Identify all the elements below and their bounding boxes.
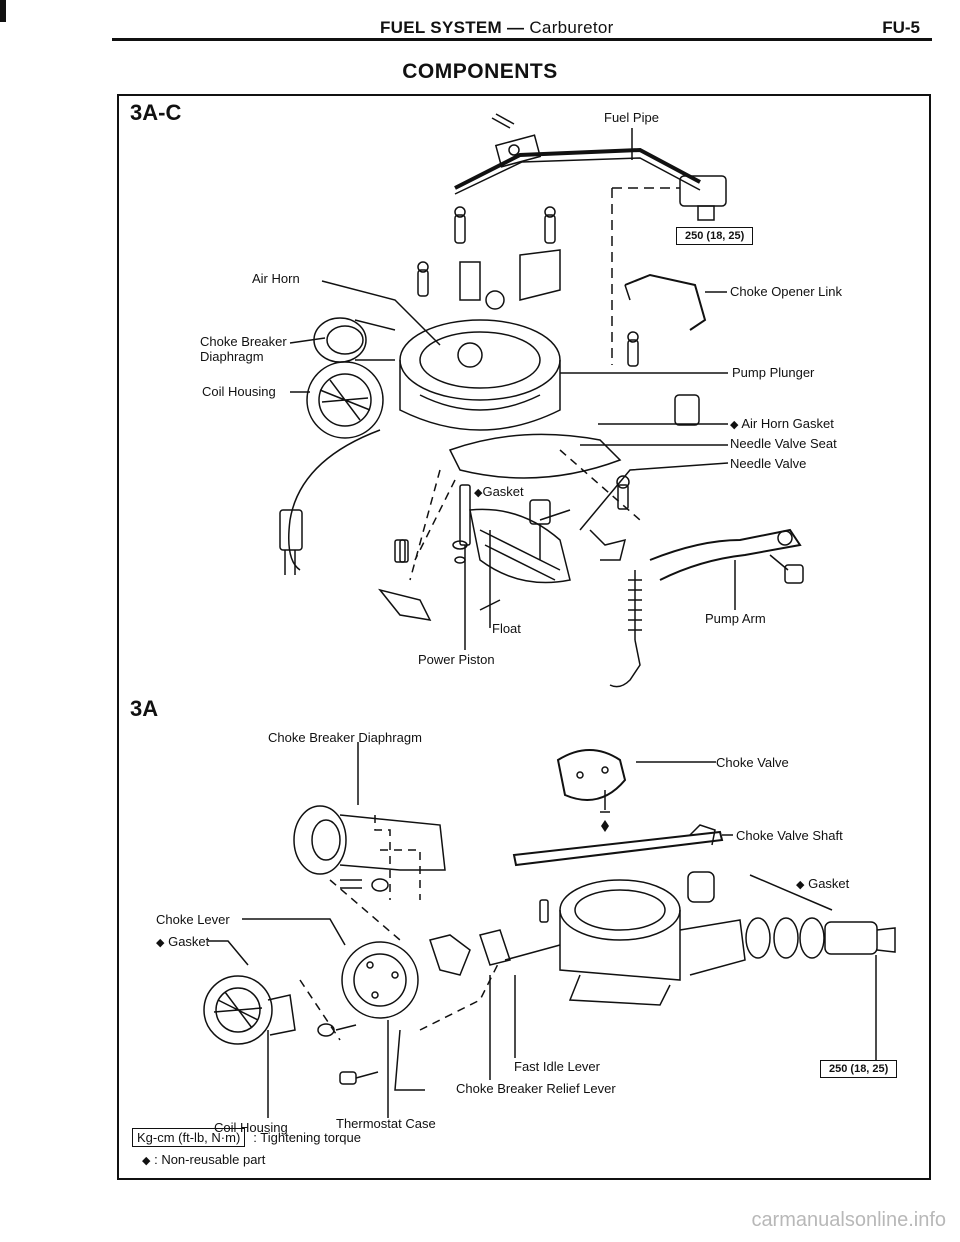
header-rule — [112, 38, 932, 41]
label-air-horn: Air Horn — [252, 271, 300, 286]
label-fast-idle-lever: Fast Idle Lever — [514, 1059, 600, 1074]
legend-bullet-desc: : Non-reusable part — [154, 1152, 266, 1167]
page-header: FUEL SYSTEM — Carburetor FU-5 — [0, 14, 960, 40]
pump-arm-drawing — [649, 528, 804, 584]
label-needle-valve: Needle Valve — [730, 456, 807, 471]
torque-box-3ac: 250 (18, 25) — [676, 227, 754, 245]
label-choke-opener-link: Choke Opener Link — [730, 284, 843, 299]
label-choke-lever: Choke Lever — [156, 912, 230, 927]
label-choke-valve: Choke Valve — [716, 755, 789, 770]
legend-non-reusable: ◆ : Non-reusable part — [142, 1152, 265, 1167]
coil-housing-3a — [203, 975, 296, 1045]
choke-breaker-diaphragm-3a — [293, 805, 446, 900]
watermark: carmanualsonline.info — [751, 1209, 946, 1231]
thermostat-case-3a — [341, 941, 419, 1019]
legend-unit-desc: : Tightening torque — [253, 1130, 361, 1145]
coil-housing-3ac — [306, 361, 384, 439]
label-coil-housing-3ac: Coil Housing — [202, 384, 276, 399]
label-pump-plunger: Pump Plunger — [732, 365, 815, 380]
label-thermostat-case: Thermostat Case — [336, 1116, 436, 1131]
label-gasket-3a-left: ◆ Gasket — [156, 934, 210, 949]
air-horn-screws — [417, 206, 639, 367]
legend-unit-box: Kg-cm (ft-lb, N·m) — [132, 1128, 246, 1147]
label-power-piston: Power Piston — [418, 652, 495, 667]
header-title: FUEL SYSTEM — Carburetor — [380, 18, 614, 37]
torque-box-3a: 250 (18, 25) — [820, 1060, 898, 1078]
section-label-3a: 3A — [130, 696, 159, 721]
label-choke-breaker: Choke Breaker — [200, 334, 287, 349]
label-choke-breaker-diaphragm: Choke Breaker Diaphragm — [268, 730, 422, 745]
fuel-pipe-drawing — [454, 113, 727, 221]
corner-mark — [0, 0, 6, 22]
label-choke-breaker-relief-lever: Choke Breaker Relief Lever — [456, 1081, 616, 1096]
non-reusable-diamond: ◆ — [730, 419, 739, 431]
label-float: Float — [492, 621, 521, 636]
label-needle-valve-seat: Needle Valve Seat — [730, 436, 837, 451]
label-gasket-3ac: ◆Gasket — [474, 484, 524, 499]
legend-torque: Kg-cm (ft-lb, N·m) : Tightening torque — [132, 1128, 361, 1147]
label-fuel-pipe: Fuel Pipe — [604, 110, 659, 125]
label-pump-arm: Pump Arm — [705, 611, 766, 626]
carburetor-body-3a — [559, 871, 746, 1006]
legend-diamond-icon: ◆ — [142, 1155, 151, 1167]
label-choke-valve-shaft: Choke Valve Shaft — [736, 828, 843, 843]
section-label-3ac: 3A-C — [130, 100, 182, 125]
label-gasket-3a-right: ◆ Gasket — [796, 876, 850, 891]
page-heading: COMPONENTS — [402, 60, 558, 83]
label-diaphragm: Diaphragm — [200, 349, 264, 364]
air-horn-body — [399, 319, 561, 431]
diagram-frame — [117, 94, 931, 1180]
page-code: FU-5 — [882, 18, 920, 37]
label-coil-housing-3a: Coil Housing — [214, 1120, 288, 1135]
label-air-horn-gasket: ◆ Air Horn Gasket — [730, 416, 834, 431]
